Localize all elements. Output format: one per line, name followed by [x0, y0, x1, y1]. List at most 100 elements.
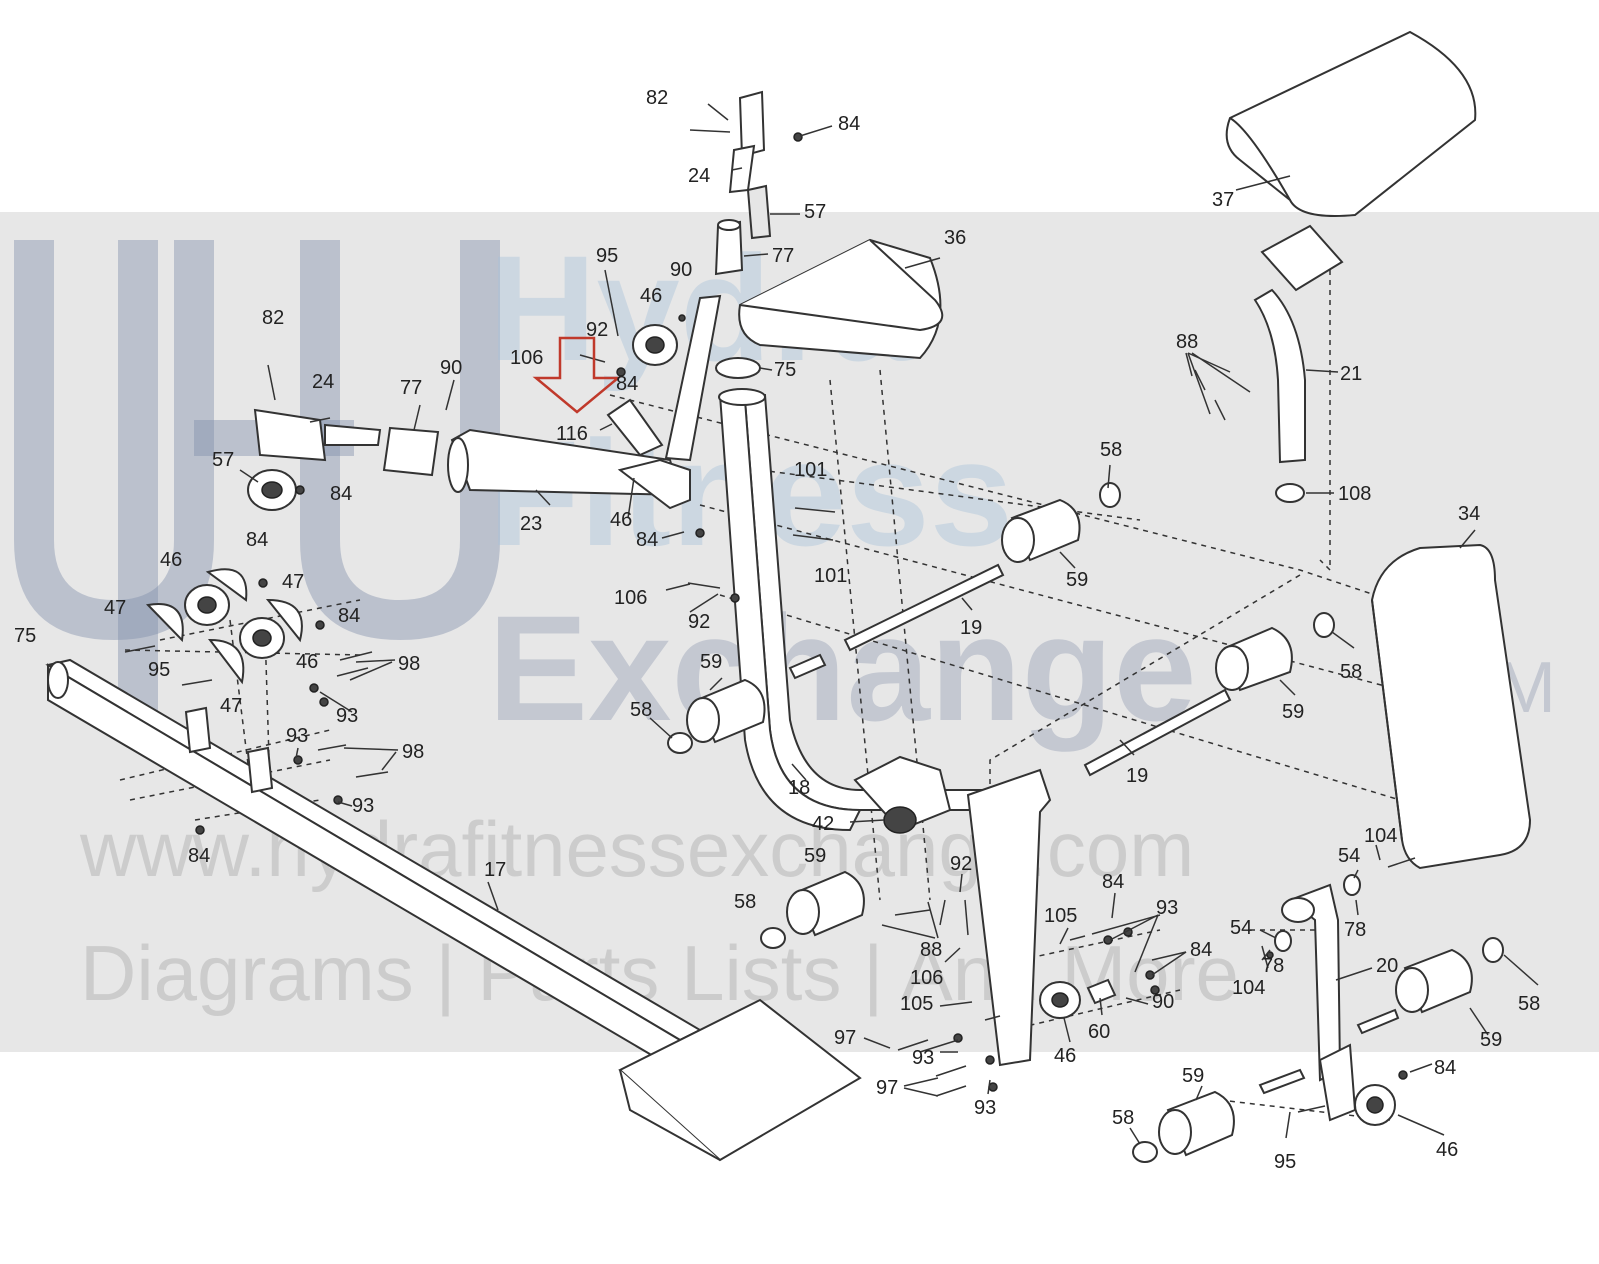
part-24-left-sleeve	[253, 408, 382, 462]
label-19: 19	[960, 617, 982, 639]
part-23-arm-tube	[447, 428, 691, 510]
label-20: 20	[1376, 955, 1398, 977]
part-108-collar	[1275, 483, 1305, 503]
label-82: 82	[646, 87, 668, 109]
label-58: 58	[1112, 1107, 1134, 1129]
label-58: 58	[630, 699, 652, 721]
part-foot-plate-edge	[619, 1069, 721, 1161]
label-92: 92	[688, 611, 710, 633]
label-95: 95	[1274, 1151, 1296, 1173]
label-93: 93	[286, 725, 308, 747]
label-21: 21	[1340, 363, 1362, 385]
label-106: 106	[614, 587, 647, 609]
label-58: 58	[1340, 661, 1362, 683]
label-54: 54	[1230, 917, 1252, 939]
label-59: 59	[700, 651, 722, 673]
roller-59-b	[1215, 626, 1293, 692]
label-59: 59	[1480, 1029, 1502, 1051]
label-93: 93	[912, 1047, 934, 1069]
label-24: 24	[312, 371, 334, 393]
part-21-bracket	[1253, 224, 1344, 464]
pulley-46-top	[632, 324, 678, 366]
part-pivot-arm	[664, 294, 722, 462]
hardware-bolts	[124, 129, 1416, 1113]
label-84: 84	[636, 529, 658, 551]
part-36-seat	[738, 238, 944, 360]
label-46: 46	[1054, 1045, 1076, 1067]
label-93: 93	[974, 1097, 996, 1119]
label-90: 90	[1152, 991, 1174, 1013]
part-77-left-sleeve	[382, 426, 440, 477]
label-108: 108	[1338, 483, 1371, 505]
label-97: 97	[876, 1077, 898, 1099]
label-82: 82	[262, 307, 284, 329]
cover-plates-47	[145, 568, 303, 685]
label-95: 95	[148, 659, 170, 681]
label-18: 18	[788, 777, 810, 799]
label-84: 84	[330, 483, 352, 505]
label-57: 57	[212, 449, 234, 471]
label-77: 77	[400, 377, 422, 399]
label-84: 84	[338, 605, 360, 627]
part-24-top-sleeve	[728, 90, 766, 194]
label-42: 42	[812, 813, 834, 835]
part-42-knob	[883, 806, 917, 834]
part-37-pad	[1225, 30, 1477, 217]
pulley-46-right	[1354, 1084, 1396, 1126]
roller-59-a	[1001, 498, 1081, 563]
label-92: 92	[586, 319, 608, 341]
part-20-bracket	[1281, 883, 1357, 1122]
label-84: 84	[616, 373, 638, 395]
roller-59-f	[1158, 1090, 1235, 1157]
label-54: 54	[1338, 845, 1360, 867]
label-59: 59	[1282, 701, 1304, 723]
part-75-top-insert	[715, 357, 761, 379]
roller-59-d	[786, 870, 865, 937]
label-90: 90	[670, 259, 692, 281]
part-60-spacer	[1086, 978, 1117, 1005]
label-46: 46	[640, 285, 662, 307]
label-98: 98	[402, 741, 424, 763]
end-caps-58	[667, 482, 1504, 1163]
label-77: 77	[772, 245, 794, 267]
label-84: 84	[1102, 871, 1124, 893]
label-88: 88	[920, 939, 942, 961]
label-105: 105	[900, 993, 933, 1015]
roller-59-c	[686, 678, 766, 744]
label-46: 46	[296, 651, 318, 673]
label-98: 98	[398, 653, 420, 675]
label-101: 101	[814, 565, 847, 587]
label-19: 19	[1126, 765, 1148, 787]
label-17: 17	[484, 859, 506, 881]
label-78: 78	[1344, 919, 1366, 941]
label-59: 59	[1066, 569, 1088, 591]
pulley-wheels	[184, 324, 1396, 1126]
label-106: 106	[910, 967, 943, 989]
label-58: 58	[1518, 993, 1540, 1015]
pulley-46-left-b	[239, 617, 285, 659]
label-78: 78	[1262, 955, 1284, 977]
label-84: 84	[1190, 939, 1212, 961]
foam-rollers-59	[686, 498, 1473, 1157]
callout-labels: 82 84 24 57 77 36 37 21 88 95 90 46 92 1…	[14, 87, 1540, 1173]
label-47: 47	[220, 695, 242, 717]
label-93: 93	[352, 795, 374, 817]
label-58: 58	[1100, 439, 1122, 461]
label-75: 75	[14, 625, 36, 647]
leader-lines	[239, 103, 1539, 1145]
label-106: 106	[510, 347, 543, 369]
label-93: 93	[336, 705, 358, 727]
label-84: 84	[838, 113, 860, 135]
label-47: 47	[282, 571, 304, 593]
label-104: 104	[1232, 977, 1265, 999]
roller-59-e	[1395, 948, 1473, 1014]
label-36: 36	[944, 227, 966, 249]
label-24: 24	[688, 165, 710, 187]
part-57-left-wheel	[247, 469, 297, 511]
watermark-brand-line3: Exchange	[488, 584, 1197, 752]
label-37: 37	[1212, 189, 1234, 211]
label-57: 57	[804, 201, 826, 223]
label-105: 105	[1044, 905, 1077, 927]
label-23: 23	[520, 513, 542, 535]
label-46: 46	[610, 509, 632, 531]
